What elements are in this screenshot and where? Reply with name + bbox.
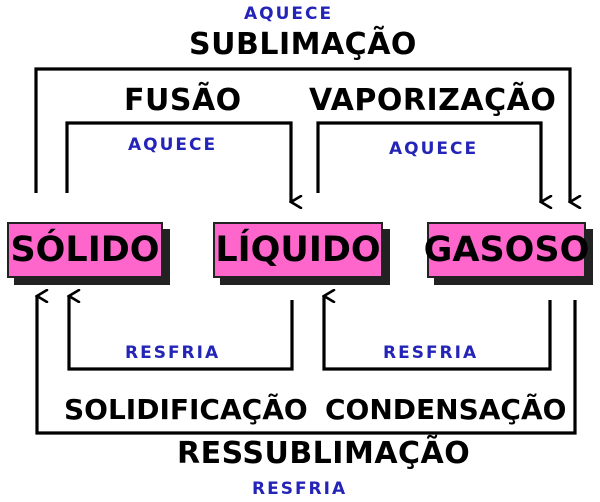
state-gas-label: GASOSO (423, 230, 590, 270)
sublimation-arrow (34, 67, 570, 202)
resublimation-arrow (37, 296, 577, 435)
vaporization-note: AQUECE (389, 139, 479, 159)
fusion-arrow (65, 121, 291, 202)
solidification-note: RESFRIA (125, 343, 221, 363)
fusion-label: FUSÃO (124, 83, 242, 118)
state-gas: GASOSO (424, 222, 589, 278)
condensation-note: RESFRIA (383, 343, 479, 363)
condensation-label: CONDENSAÇÃO (325, 393, 567, 426)
state-solid: SÓLIDO (7, 222, 163, 278)
vaporization-label: VAPORIZAÇÃO (309, 83, 557, 118)
sublimation-note: AQUECE (244, 4, 334, 24)
state-solid-label: SÓLIDO (10, 230, 160, 270)
condensation-arrow (324, 296, 552, 371)
state-liquid-label: LÍQUIDO (215, 230, 381, 270)
fusion-note: AQUECE (128, 135, 218, 155)
solidification-label: SOLIDIFICAÇÃO (64, 393, 308, 426)
state-liquid: LÍQUIDO (213, 222, 383, 278)
solidification-arrow (69, 296, 294, 371)
vaporization-arrow (316, 121, 541, 202)
resublimation-label: RESSUBLIMAÇÃO (177, 436, 471, 471)
resublimation-note: RESFRIA (252, 479, 348, 499)
sublimation-label: SUBLIMAÇÃO (189, 27, 417, 62)
